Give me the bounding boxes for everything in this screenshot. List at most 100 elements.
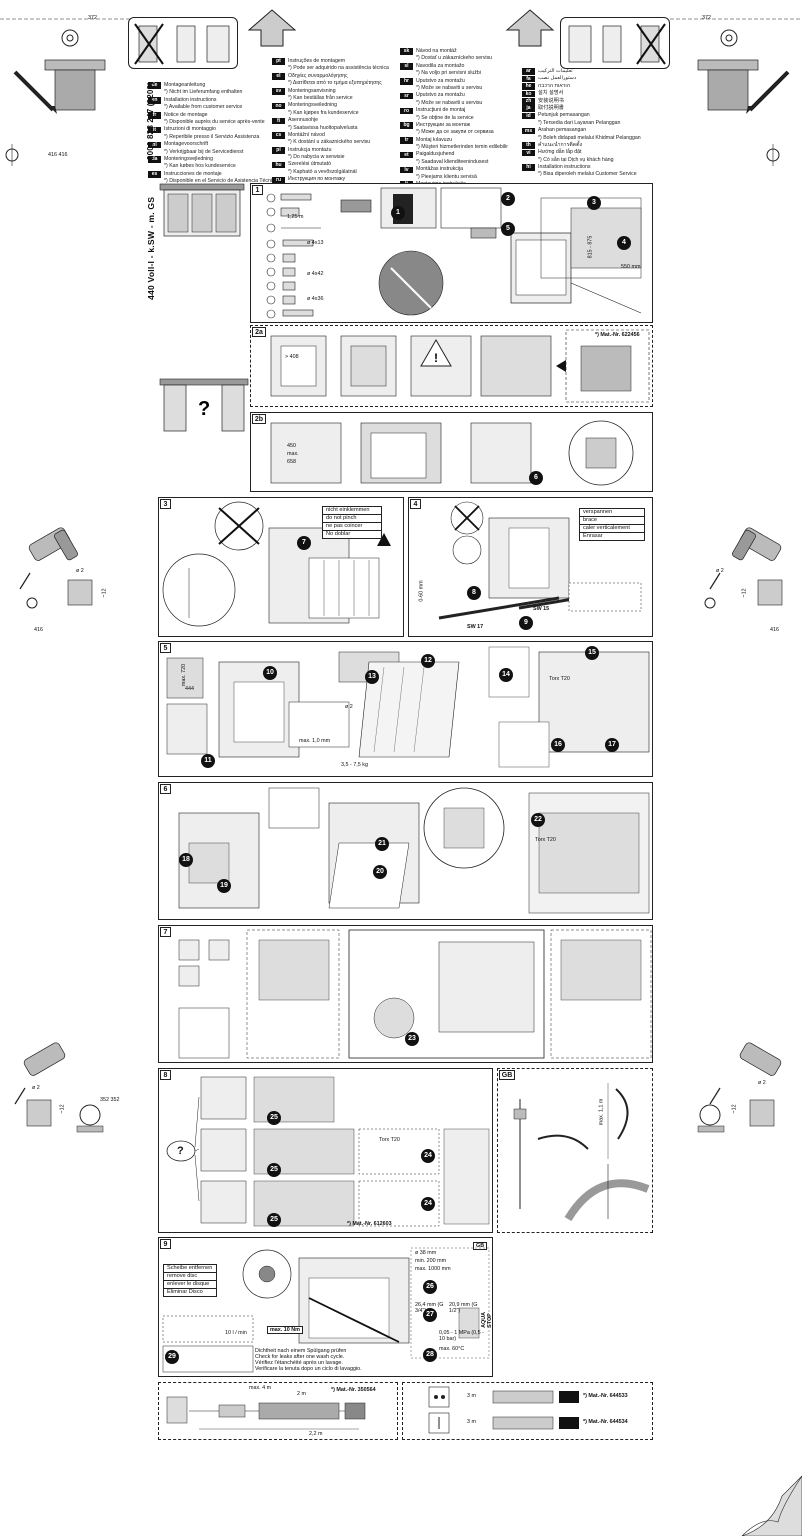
- language-text: 取付説明書: [538, 104, 564, 111]
- crosshair-left-icon: [5, 144, 19, 166]
- page-curl-icon: [741, 1475, 802, 1536]
- cabinet-question-sketch: ?: [159, 378, 249, 432]
- language-text: تعليمات التركيب: [538, 68, 573, 74]
- step-6-number: 6: [160, 784, 171, 794]
- step-5-torx: Torx T20: [549, 676, 570, 682]
- callout-29: 29: [165, 1350, 179, 1364]
- cabinet-no-icon: [134, 23, 230, 65]
- step-1-panel: 1 1,25 m ø 4x13 ø 4x42 ø 4x36: [250, 183, 653, 323]
- step-9-illustration: [162, 1247, 490, 1373]
- language-code: pl: [272, 147, 285, 154]
- language-text: *) Pode ser adquirido na assistência téc…: [288, 65, 389, 72]
- language-text: Instruções de montagem: [288, 58, 346, 64]
- language-row: *) Bisa diperoleh melalui Customer Servi…: [522, 171, 641, 178]
- step-2a-height: > 408: [285, 354, 299, 360]
- language-text: *) Do nabycia w serwisie: [288, 154, 345, 161]
- callout-26: 26: [423, 1280, 437, 1294]
- step-5-panel: 5 max. 720 444 max. 1,0 mm 3,5 - 7,5 kg …: [158, 641, 653, 777]
- language-text: *) Boleh didapati melalui Khidmat Pelang…: [538, 134, 641, 141]
- dim-352: 352 352: [100, 1097, 120, 1103]
- language-code: ko: [522, 90, 535, 98]
- language-code: th: [522, 142, 535, 149]
- note-es: Enrasar: [583, 533, 603, 539]
- language-text: *) Διατίθεται από το τμήμα εξυπηρέτησης: [288, 80, 382, 87]
- step-4-sw17: SW 17: [467, 624, 484, 630]
- drill-right-icon: [704, 527, 783, 609]
- drill-depth-lower-left: ~12: [59, 1104, 66, 1114]
- callout-25b: 25: [267, 1163, 281, 1177]
- callout-28: 28: [423, 1348, 437, 1362]
- step-2a-number: 2a: [252, 327, 266, 337]
- language-row: *) Verkrijgbaar bij de Servicedienst: [148, 149, 278, 156]
- language-text: Monteringsvejledning: [164, 155, 214, 162]
- step-5-number: 5: [160, 643, 171, 653]
- callout-12: 12: [421, 654, 435, 668]
- arrow-up-right-icon: [505, 9, 555, 47]
- step-4-notes: verspannen brace caler verticalement Enr…: [579, 508, 645, 541]
- callout-17: 17: [605, 738, 619, 752]
- language-row: *) Disponible en el Servicio de Asistenc…: [148, 178, 278, 185]
- check-fr: Vérifiez l'étanchéité après un lavage.: [255, 1360, 343, 1366]
- step-1-illustration: [378, 187, 642, 316]
- language-code: sr: [400, 92, 413, 100]
- callout-10: 10: [263, 666, 277, 680]
- callout-2: 2: [501, 192, 515, 206]
- step-10-mat-nr: *) Mat.-Nr. 350564: [331, 1387, 376, 1393]
- step-gb-panel: GB max. 1,1 m: [497, 1068, 653, 1233]
- language-code: es: [148, 171, 161, 178]
- step-gb-number: GB: [499, 1070, 515, 1080]
- dim-top-left: 372: [88, 15, 97, 21]
- step-8-panel: 8 ? Torx T20 *) Mat.-Nr. 612603 25 25 25…: [158, 1068, 493, 1233]
- step-9-hose-dim1: ø 38 mm: [415, 1250, 437, 1256]
- callout-14: 14: [499, 668, 513, 682]
- language-text: 安装说明书: [538, 97, 564, 104]
- step-6-torx: Torx T20: [535, 837, 556, 843]
- language-text: 설치 설명서: [538, 90, 564, 97]
- step-11-illustration: [428, 1386, 579, 1434]
- callout-1: 1: [391, 206, 405, 220]
- drill-diameter-lower-right: ø 2: [758, 1080, 766, 1086]
- language-text: *) Bisa diperoleh melalui Customer Servi…: [538, 171, 637, 178]
- step-2a-illustration: !: [270, 329, 650, 403]
- step-5-drill: ø 2: [345, 704, 353, 710]
- callout-18: 18: [179, 853, 193, 867]
- callout-22: 22: [531, 813, 545, 827]
- language-text: Instrucţiuni de montaj: [416, 107, 466, 114]
- language-row: *) Tersedia dari Layanan Pelanggan: [522, 120, 641, 127]
- language-code: en: [148, 97, 161, 104]
- svg-text:?: ?: [198, 398, 210, 420]
- parts-list-illustration: [266, 193, 372, 319]
- disc-note-de: Scheibe entfernen: [164, 1265, 216, 1273]
- top-right-cabinet-box: [560, 17, 670, 69]
- language-text: Montagevoorschrift: [164, 141, 209, 148]
- note-en: brace: [580, 517, 644, 525]
- callout-16: 16: [551, 738, 565, 752]
- svg-text:!: !: [434, 351, 438, 365]
- language-code: fi: [272, 117, 285, 125]
- language-text: Uputstvo za montažu: [416, 77, 465, 84]
- step-4-sw15: SW 15: [533, 606, 550, 612]
- language-code: cs: [272, 132, 285, 139]
- language-text: Instrucciones de montaje: [164, 170, 222, 177]
- step-9-pipe1: 26,4 mm (G 3/4"): [415, 1302, 444, 1314]
- language-code: ms: [522, 127, 535, 135]
- language-code: hi: [522, 164, 535, 172]
- step-3-number: 3: [160, 499, 171, 509]
- step-4-number: 4: [410, 499, 421, 509]
